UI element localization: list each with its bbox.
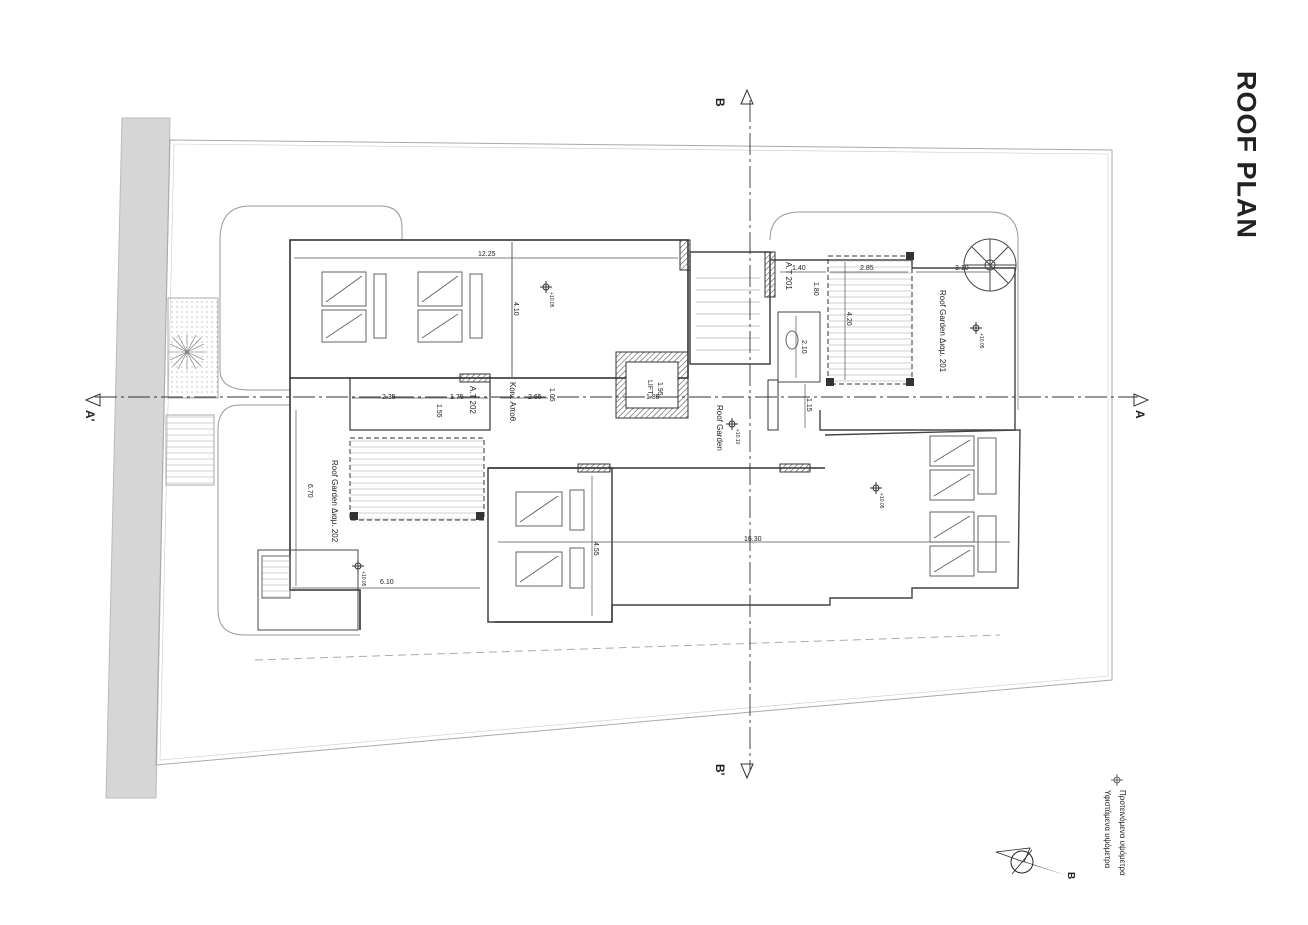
level-marker: +10.05 xyxy=(352,560,366,587)
room-label-roof-garden-201: Roof Garden Διαμ. 201 xyxy=(938,290,947,373)
section-arrow-b-top xyxy=(740,88,754,105)
planting-area xyxy=(167,297,219,399)
legend-existing-levels: Υφιστάμενα υψόμετρα xyxy=(1103,790,1112,869)
level-text: +10.05 xyxy=(878,493,884,509)
skylights-center xyxy=(515,489,585,589)
storage-202 xyxy=(349,377,491,431)
pergola-202 xyxy=(349,437,485,521)
stair-box-202-inner xyxy=(261,555,291,599)
stair-box-202 xyxy=(257,549,359,631)
room-label-at-201: A.T 201 xyxy=(784,262,793,290)
toilet-201 xyxy=(785,330,799,350)
room-label-roof-garden: Roof Garden xyxy=(715,405,724,451)
legend-proposed-levels: Προτεινόμενα υψόμετρα xyxy=(1118,790,1127,876)
top-wall-hatch xyxy=(679,239,691,271)
plot-boundary xyxy=(155,139,1113,766)
dim-4-55: 4.55 xyxy=(592,542,599,556)
section-label-a: A xyxy=(1133,410,1147,419)
dim-4-20: 4.20 xyxy=(845,312,852,326)
pergola-201 xyxy=(827,255,913,385)
level-marker: +10.05 xyxy=(540,281,554,308)
room-label-common-storage: Κοιν. Αποθ. xyxy=(508,382,517,423)
dim-4-10: 4.10 xyxy=(512,302,519,316)
wall-column-201 xyxy=(767,379,779,431)
stair-core xyxy=(689,251,771,365)
level-text: +10.10 xyxy=(734,429,740,445)
section-label-a-prime: A' xyxy=(83,410,97,422)
section-arrow-a-right xyxy=(1133,393,1150,407)
wall-hatch-202 xyxy=(459,373,491,383)
dim-2-65: 2.65 xyxy=(528,394,542,401)
dim-6-10: 6.10 xyxy=(380,579,394,586)
roof-dashed-edge xyxy=(254,634,1001,661)
pergola-201-post xyxy=(826,378,834,386)
room-label-roof-garden-202: Roof Garden Διαμ. 202 xyxy=(330,460,339,543)
road-strip xyxy=(105,117,171,799)
level-marker: +10.10 xyxy=(726,418,740,445)
dimension-texts: 12.25 4.10 1.40 1.80 2.85 3.10 4.20 2.10… xyxy=(306,251,969,586)
room-label-lift: LIFT xyxy=(646,380,653,395)
overhang-right xyxy=(769,211,1019,410)
stair-treads xyxy=(696,277,760,351)
skylights-right xyxy=(929,435,997,577)
section-arrow-a-left xyxy=(84,393,101,407)
dim-1-05: 1.05 xyxy=(548,388,555,402)
dim-12-25: 12.25 xyxy=(478,251,496,258)
dim-1-95: 1.95 xyxy=(656,382,663,396)
dim-1-15: 1.15 xyxy=(805,398,812,412)
stair-wall-right xyxy=(764,251,776,298)
dim-1-40: 1.40 xyxy=(792,265,806,272)
dim-1-55: 1.55 xyxy=(435,404,442,418)
path-area xyxy=(165,414,215,486)
wall-hatch-center xyxy=(577,463,611,473)
pergola-201-post xyxy=(906,252,914,260)
legend-marker xyxy=(1111,774,1123,786)
level-text: +10.05 xyxy=(978,333,984,349)
room-label-at-202: A.T 202 xyxy=(468,386,477,414)
dim-2-35: 2.35 xyxy=(382,394,396,401)
dim-3-10: 3.10 xyxy=(955,265,969,272)
right-lower-outline xyxy=(495,429,1021,623)
dim-2-10: 2.10 xyxy=(800,340,807,354)
skylights-top xyxy=(321,271,483,343)
pergola-202-post xyxy=(476,512,484,520)
dim-1-85: 1.85 xyxy=(646,394,660,401)
overhang-top-left xyxy=(219,205,403,241)
north-arrow-icon xyxy=(995,847,1068,876)
dim-2-85: 2.85 xyxy=(860,265,874,272)
dimension-lines xyxy=(292,257,1010,616)
spiral-stair xyxy=(963,238,1017,292)
pergola-201-post xyxy=(906,378,914,386)
bath-201 xyxy=(777,311,821,383)
plot-boundary-inner xyxy=(159,143,1109,761)
section-arrow-b-bottom xyxy=(740,763,754,780)
dim-1-80: 1.80 xyxy=(812,282,819,296)
north-arrow-label: B xyxy=(1065,872,1076,879)
level-marker: +10.05 xyxy=(970,322,984,349)
lift-cabin xyxy=(625,361,679,409)
level-text: +10.05 xyxy=(360,571,366,587)
level-text: +10.05 xyxy=(548,292,554,308)
garden-202-wall xyxy=(289,378,361,630)
level-marker: +10.05 xyxy=(870,482,884,509)
dim-1-75: 1.75 xyxy=(450,394,464,401)
overhang-left xyxy=(219,240,290,391)
wall-hatch-center-2 xyxy=(779,463,811,473)
pergola-202-post xyxy=(350,512,358,520)
dim-16-30: 16.30 xyxy=(744,536,762,543)
section-label-b: B xyxy=(713,98,727,107)
section-label-b-prime: B' xyxy=(713,764,727,776)
tree-symbol xyxy=(168,334,206,370)
overhang-left-lower xyxy=(217,404,360,636)
dim-6-70: 6.70 xyxy=(306,484,313,498)
